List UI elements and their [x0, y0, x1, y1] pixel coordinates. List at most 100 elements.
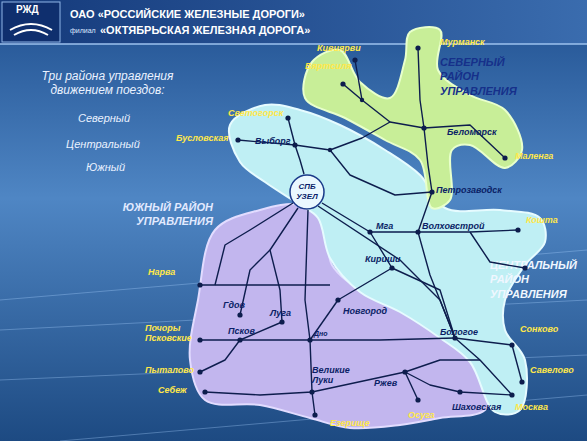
station-name: Новгород	[343, 306, 387, 316]
railway-line	[240, 338, 455, 340]
railway-line	[330, 150, 432, 195]
hub-shape	[290, 175, 324, 209]
station-dot	[509, 342, 514, 347]
station-name: Светогорск	[228, 108, 283, 118]
region-list-item: Южный	[86, 161, 125, 174]
railway-line	[215, 203, 293, 285]
station-dot	[328, 148, 332, 152]
railway-line	[200, 340, 240, 372]
hub-outline	[289, 174, 325, 210]
station-name: Ржев	[374, 378, 397, 388]
station-name: Шаховская	[452, 402, 501, 412]
station-dot	[415, 229, 420, 234]
station-dot	[415, 397, 420, 402]
station-dot	[360, 98, 364, 102]
station-name: Кириши	[365, 254, 401, 264]
region-list-item: Центральный	[66, 138, 140, 151]
header-text: «ОКТЯБРЬСКАЯ ЖЕЛЕЗНАЯ ДОРОГА»	[100, 24, 310, 37]
railway-line	[355, 60, 424, 128]
station-dot	[292, 142, 297, 147]
station-dot	[309, 389, 314, 394]
station-name: Кивиярви	[317, 43, 361, 53]
station-dot	[279, 319, 284, 324]
station-dot	[415, 45, 420, 50]
railway-line	[343, 84, 362, 100]
header-text: РЖД	[16, 4, 39, 16]
station-dot	[502, 155, 507, 160]
station-name: Выборг	[255, 136, 291, 146]
station-dot	[402, 369, 407, 374]
header-band	[0, 0, 587, 44]
station-dot	[237, 337, 242, 342]
station-dot	[237, 312, 242, 317]
station-name: Езерище	[330, 418, 370, 428]
header-text: филиал	[70, 27, 96, 35]
header-rule	[0, 43, 587, 45]
station-name: Сонково	[520, 324, 558, 334]
station-dot	[307, 337, 312, 342]
station-dot	[352, 57, 357, 62]
region-shape	[190, 204, 496, 428]
station-name: Великие Луки	[312, 365, 358, 386]
railway-line	[200, 284, 330, 285]
railway-lines	[200, 48, 525, 415]
station-dot	[335, 297, 340, 302]
railway-line	[512, 345, 522, 382]
station-dot	[197, 369, 202, 374]
station-dot	[285, 115, 290, 120]
station-dot	[202, 389, 207, 394]
station-dots	[197, 45, 527, 417]
station-dot	[515, 227, 520, 232]
station-name: Кошта	[526, 215, 558, 225]
railway-line	[295, 145, 304, 174]
railway-line	[418, 232, 455, 338]
station-name: Нарва	[148, 267, 175, 277]
station-name: Москва	[515, 402, 548, 412]
station-name: Мурманск	[440, 37, 485, 47]
station-dot	[519, 379, 524, 384]
railway-line	[322, 203, 518, 232]
station-dot	[457, 389, 462, 394]
station-name: Маленга	[515, 151, 553, 161]
railway-line	[405, 372, 512, 395]
station-dot	[312, 412, 317, 417]
station-name: Пыталово	[145, 365, 194, 375]
station-name: Бологое	[440, 327, 478, 337]
railway-line	[424, 125, 505, 158]
railway-line	[310, 300, 338, 340]
station-name: Беломорск	[447, 127, 497, 137]
station-name: Гдов	[223, 300, 245, 310]
station-name: Мга	[376, 221, 393, 231]
station-dot	[367, 229, 372, 234]
station-dot	[522, 265, 527, 270]
railway-line	[470, 232, 525, 268]
hub-circle: СПБ УЗЕЛ	[289, 174, 325, 210]
station-name: Луга	[270, 308, 291, 318]
region-name: ЮЖНЫЙ РАЙОН УПРАВЛЕНИЯ	[118, 200, 213, 229]
logo-box	[2, 2, 60, 42]
railway-line	[405, 372, 418, 400]
station-name: Петрозаводск	[436, 185, 502, 195]
region-list-item: Северный	[78, 112, 130, 125]
map-title: Три района управления движением поездов:	[25, 70, 190, 98]
station-dot	[340, 81, 345, 86]
station-name: Вяртсиля	[305, 61, 352, 71]
railway-line	[295, 122, 390, 150]
station-dot	[389, 265, 394, 270]
railway-line	[455, 338, 512, 345]
region-name: СЕВЕРНЫЙ РАЙОН УПРАВЛЕНИЯ	[440, 55, 525, 98]
station-name: Почоры Псковские	[145, 323, 207, 344]
station-name: Дно	[314, 330, 328, 338]
railway-line	[338, 232, 392, 300]
station-dot	[197, 337, 202, 342]
station-name: Псков	[228, 326, 255, 336]
station-dot	[235, 137, 240, 142]
station-dot	[197, 282, 202, 287]
region-name: ЦЕНТРАЛЬНЫЙ РАЙОН УПРАВЛЕНИЯ	[490, 258, 585, 301]
railway-line	[200, 208, 298, 340]
station-name: Осуга	[408, 410, 435, 420]
